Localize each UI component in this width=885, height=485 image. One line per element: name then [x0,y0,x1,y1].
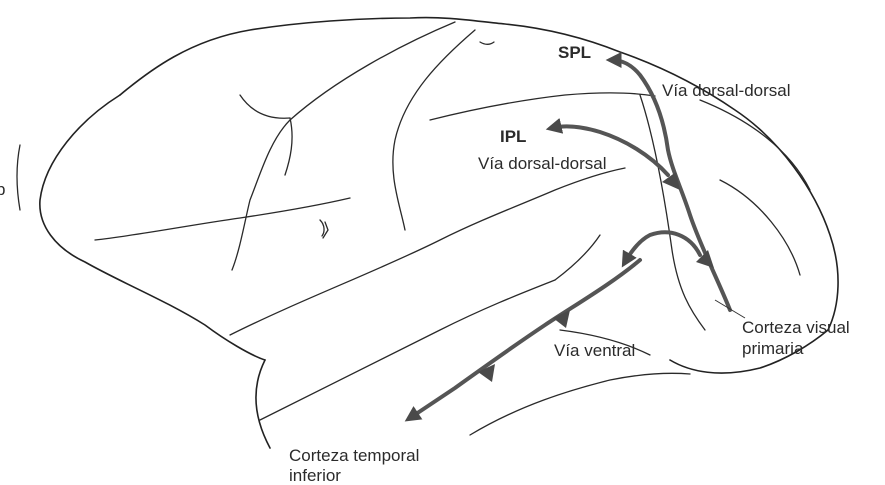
label-dorsal-dorsal-upper: Vía dorsal-dorsal [662,81,791,100]
label-ipl: IPL [500,127,526,146]
central-sulcus [393,30,475,230]
superior-frontal [240,95,290,118]
occipital-arc-2 [720,180,800,275]
margin-bracket [17,145,20,210]
frontal-pole [40,95,265,360]
brain-contour [120,18,838,330]
inferior-temporal-sulcus [470,373,690,435]
spur-2 [320,220,324,236]
label-primary-visual-1: Corteza visual [742,318,850,337]
principal-sulcus [95,198,350,240]
label-ventral: Vía ventral [554,341,635,360]
arcuate-sulcus [232,22,455,270]
spur-1 [285,118,292,175]
occipital-arc [700,100,810,190]
small-notch-1 [480,42,494,44]
label-inferior-temporal-2: inferior [289,466,341,485]
lunate-sulcus [640,95,705,330]
label-dorsal-dorsal-lower: Vía dorsal-dorsal [478,154,607,173]
label-primary-visual-2: primaria [742,339,804,358]
intraparietal-sulcus [430,93,655,120]
leader-primary-visual [715,300,745,318]
label-inferior-temporal-1: Corteza temporal [289,446,419,465]
temporal-lobe [256,360,270,448]
ventral-branch-upper [625,232,700,262]
margin-letter: b [0,180,5,199]
label-spl: SPL [558,43,591,62]
sts-branch [555,235,600,280]
